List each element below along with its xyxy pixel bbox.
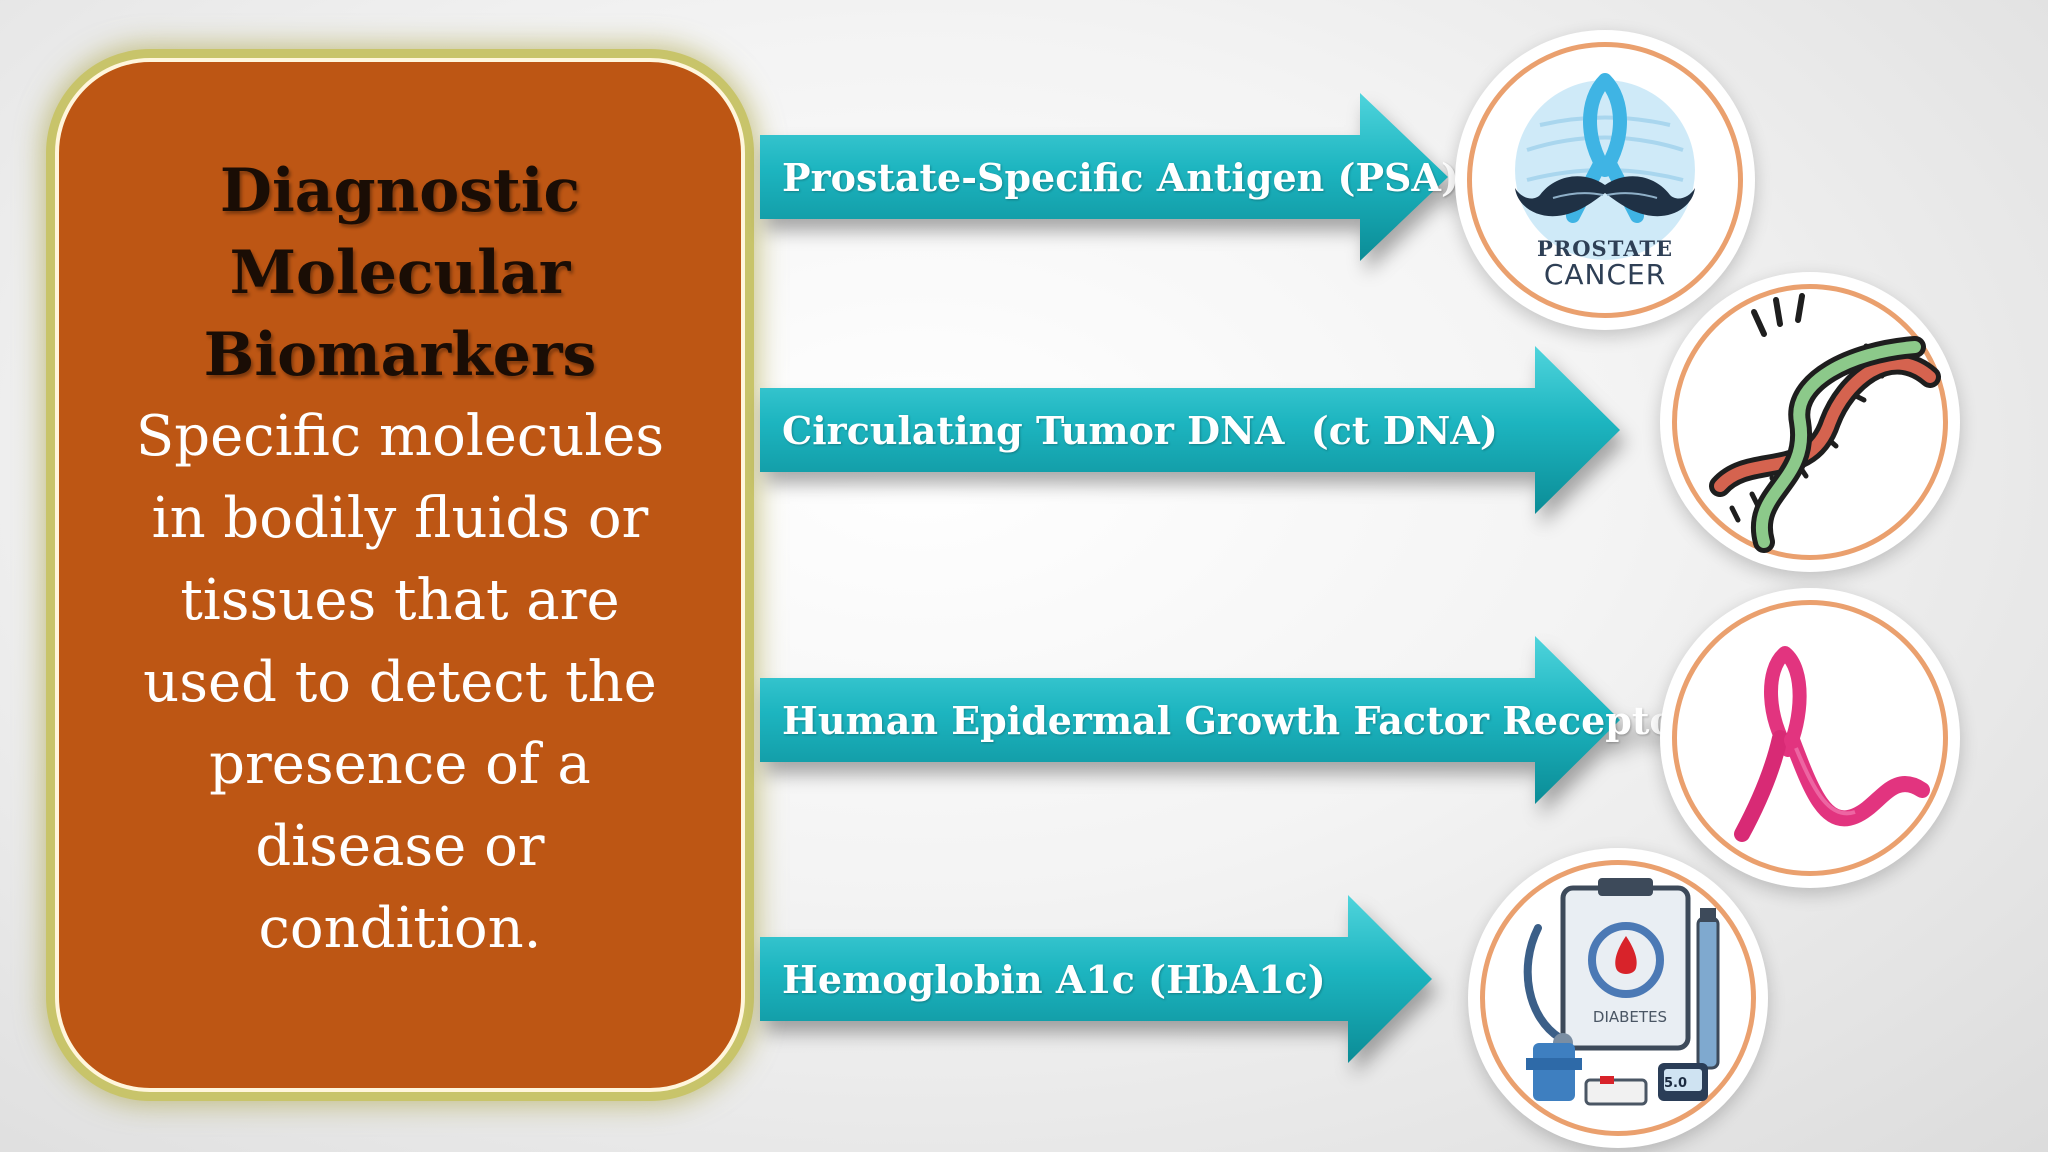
circle-ring [1672,284,1948,560]
arrow-label-hba1c: Hemoglobin A1c (HbA1c) [782,956,1326,1002]
arrow-label-psa: Prostate-Specific Antigen (PSA) [782,154,1459,200]
biomarker-definition-box: Diagnostic Molecular Biomarkers Specific… [55,58,745,1092]
glucose-meter-reading: 5.0 [1664,1076,1688,1091]
diabetes-label: DIABETES [1592,1008,1668,1026]
box-title: Diagnostic Molecular Biomarkers [203,156,597,390]
arrow-hba1c: Hemoglobin A1c (HbA1c) [760,895,1432,1063]
prostate-cancer-ribbon-mustache-icon [1515,73,1695,260]
pink-ribbon-circle [1660,588,1960,888]
dna-circle [1660,272,1960,572]
pink-ribbon-icon [1734,646,1930,842]
arrow-label-her2: Human Epidermal Growth Factor Receptor 2 [782,697,1735,743]
arrow-label-ctdna: Circulating Tumor DNA (ct DNA) [782,407,1498,453]
dna-helix-icon [1709,293,1941,553]
arrow-her2: Human Epidermal Growth Factor Receptor 2 [760,636,1734,804]
diabetes-circle: DIABETES 5.0 [1468,848,1768,1148]
box-description: Specific molecules in bodily fluids or t… [135,404,665,961]
circle-ring [1480,860,1756,1136]
circle-ring [1672,600,1948,876]
circle-ring [1467,42,1743,318]
diabetes-kit-icon [1523,878,1720,1106]
arrow-ctdna: Circulating Tumor DNA (ct DNA) [760,346,1620,514]
arrow-psa: Prostate-Specific Antigen (PSA) [760,93,1459,261]
prostate-label-line1: PROSTATE [1537,236,1673,261]
prostate-label-line2: CANCER [1543,258,1667,291]
prostate-cancer-circle: PROSTATE CANCER [1455,30,1755,330]
